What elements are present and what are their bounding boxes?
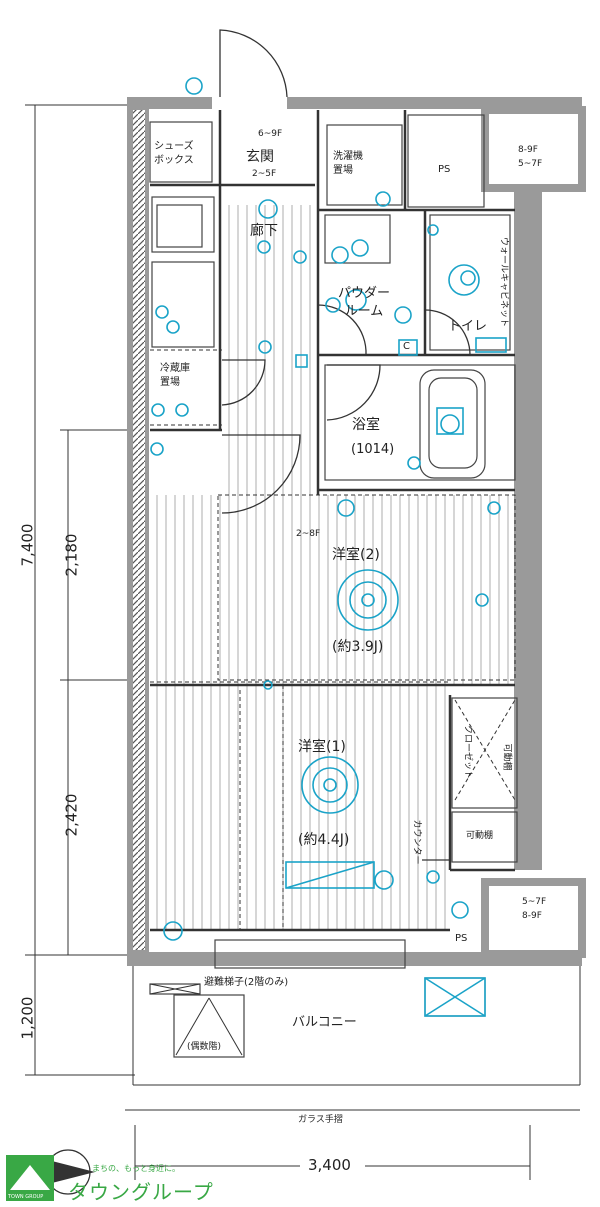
outer-walls: [127, 97, 586, 966]
brand-logo-small: TOWN GROUP: [8, 1194, 44, 1200]
doors: [219, 29, 471, 861]
label-movable-shelf-1: 可動棚: [501, 743, 512, 771]
label-c-mark: C: [403, 341, 410, 352]
label-entrance: 玄関: [246, 149, 274, 165]
label-floors-2-5: 2~5F: [252, 169, 277, 179]
label-floors-5-7: 5~7F: [518, 159, 543, 169]
label-ps-bottom: PS: [455, 933, 468, 944]
dim-width: 3,400: [308, 1156, 351, 1174]
label-glass-rail: ガラス手摺: [298, 1115, 343, 1125]
electrical-symbols: [150, 77, 507, 1017]
label-room2-size: (約3.9J): [332, 639, 384, 655]
label-balcony: バルコニー: [292, 1015, 357, 1030]
label-closet: クローゼット: [462, 724, 473, 780]
dim-balcony-depth: 1,200: [18, 996, 37, 1040]
label-wall-cabinet: ウォールキャビネット: [498, 236, 509, 328]
label-room2: 洋室(2): [332, 547, 380, 563]
dim-total-depth: 7,400: [18, 523, 37, 567]
label-movable-shelf-2: 可動棚: [466, 831, 494, 841]
dimension-lines: [25, 104, 580, 1180]
label-even-floors: (偶数階): [187, 1042, 222, 1052]
compass-logo: [6, 1149, 95, 1201]
dashed-lines: [150, 349, 516, 930]
label-hatch: 避難梯子(2階のみ): [204, 977, 289, 988]
label-floors-2-8: 2~8F: [296, 529, 321, 539]
brand-name: タウングループ: [68, 1180, 214, 1204]
label-bath-size: (1014): [351, 442, 395, 457]
label-ps-top: PS: [438, 164, 451, 175]
label-fridge: 冷蔵庫 置場: [160, 363, 190, 388]
label-bath: 浴室: [352, 417, 380, 433]
label-washer: 洗濯機 置場: [333, 151, 363, 176]
floor-room1: [150, 685, 450, 930]
label-floors-8-9: 8-9F: [518, 145, 538, 155]
label-room1: 洋室(1): [298, 739, 346, 755]
label-floors-5-7-lower: 5~7F: [522, 897, 547, 907]
floor-room2: [150, 495, 515, 685]
label-floors-8-9-lower: 8-9F: [522, 911, 542, 921]
label-counter: カウンター: [411, 819, 422, 865]
label-corridor: 廊下: [250, 223, 278, 239]
label-toilet: トイレ: [448, 319, 488, 334]
dim-depth-upper: 2,180: [62, 533, 81, 577]
brand-tagline: まちの、もっと身近に。: [92, 1164, 180, 1173]
label-floors-6-9: 6~9F: [258, 129, 283, 139]
dim-depth-lower: 2,420: [62, 793, 81, 837]
label-shoe-box: シューズ ボックス: [154, 141, 194, 166]
hatch-marks: [132, 966, 581, 1086]
label-powder-room: パウダー ルーム: [338, 286, 391, 320]
label-room1-size: (約4.4J): [298, 832, 350, 848]
